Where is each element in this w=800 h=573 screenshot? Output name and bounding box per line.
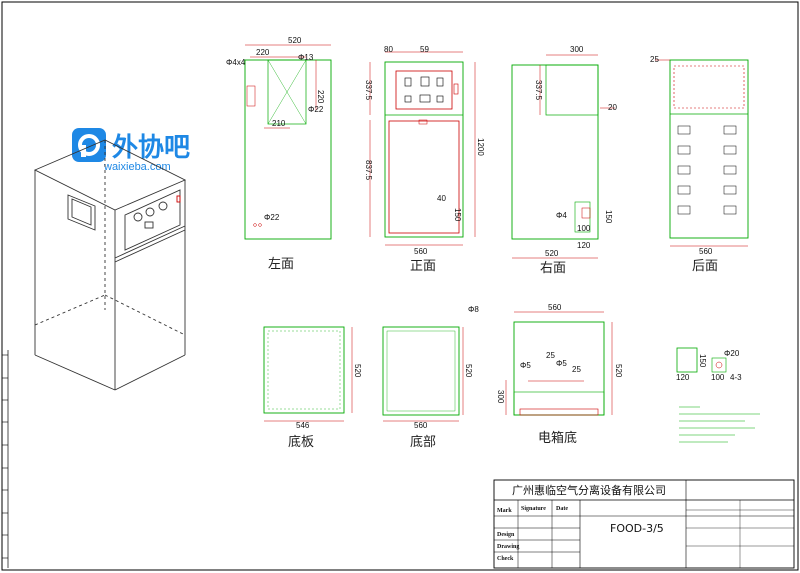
dim-left-top: 220: [256, 48, 270, 57]
back-vents: [677, 125, 737, 215]
dim-left-210: 210: [272, 119, 286, 128]
dim-back-560: 560: [699, 247, 713, 256]
title-date: Date: [556, 506, 568, 512]
dim-front-1200: 1200: [476, 138, 485, 156]
view-label-base-plate: 底板: [288, 434, 314, 450]
title-drawing: Drawing: [497, 544, 519, 550]
title-design: Design: [497, 532, 515, 538]
electric-box-bottom-view: 560 520 300 Φ5 Φ5 25 25 电箱底: [496, 303, 623, 446]
title-signature: Signature: [521, 506, 546, 512]
dim-bottom-520: 520: [464, 364, 473, 378]
dim-left-phi22: Φ22: [308, 105, 324, 114]
dim-small-150: 150: [698, 354, 707, 368]
watermark-en: waixieba.com: [103, 161, 171, 173]
view-label-electric-box-bottom: 电箱底: [538, 430, 577, 446]
view-label-bottom: 底部: [410, 434, 436, 450]
view-label-right: 右面: [540, 261, 566, 276]
dim-front-560: 560: [414, 247, 428, 256]
dim-right-20: 20: [608, 103, 617, 112]
dim-right-100: 100: [577, 224, 591, 233]
view-label-front: 正面: [410, 259, 436, 274]
title-company: 广州惠临空气分离设备有限公司: [512, 483, 666, 497]
front-view: 80 59 337.5 837.5 1200 40 150 560 正面: [364, 45, 485, 274]
dim-bottom-phi8: Φ8: [468, 305, 479, 314]
base-plate-view: 546 520 底板: [263, 326, 362, 450]
dim-small-4x3: 4-3: [730, 373, 742, 382]
dim-right-150: 150: [604, 210, 613, 224]
view-label-left: 左面: [268, 257, 294, 272]
dim-base-520: 520: [353, 364, 362, 378]
isometric-cabinet: [33, 139, 187, 391]
dim-right-520: 520: [545, 249, 559, 258]
title-block: 广州惠临空气分离设备有限公司 Mark Signature Date Desig…: [493, 479, 795, 569]
bottom-view: 560 520 Φ8 底部: [382, 305, 479, 450]
dim-front-40: 40: [437, 194, 446, 203]
dim-front-8375: 837.5: [364, 160, 373, 181]
dim-bottom-560: 560: [414, 421, 428, 430]
dim-right-120: 120: [577, 241, 591, 250]
dim-base-546: 546: [296, 421, 310, 430]
dim-front-150: 150: [453, 208, 462, 222]
dim-back-25: 25: [650, 55, 659, 64]
dim-ebox-300: 300: [496, 390, 505, 404]
dim-left-phi22-bottom: Φ22: [264, 213, 280, 222]
watermark-cn: 外协吧: [112, 133, 190, 163]
back-view: 25 560 后面: [650, 55, 749, 274]
dim-left-220v: 220: [316, 90, 325, 104]
dim-front-59: 59: [420, 45, 429, 54]
dim-ebox-560: 560: [548, 303, 562, 312]
small-detail-view: Φ20 150 120 100 4-3: [676, 347, 742, 382]
right-view: 300 337.5 20 Φ4 150 100 120 520 右面: [511, 45, 617, 276]
dim-front-80: 80: [384, 45, 393, 54]
dim-small-120: 120: [676, 373, 690, 382]
title-mark: Mark: [497, 508, 512, 514]
left-view: 520 220 Φ13 Φ4x4 Φ22 210 220 Φ22 左面: [226, 36, 332, 272]
dim-ebox-25b: 25: [572, 365, 581, 374]
dim-ebox-520: 520: [614, 364, 623, 378]
title-code: FOOD-3/5: [610, 522, 664, 535]
technical-notes: [679, 406, 760, 443]
title-check: Check: [497, 556, 514, 562]
dim-left-width: 520: [288, 36, 302, 45]
dim-right-3375: 337.5: [534, 80, 543, 101]
view-label-back: 后面: [692, 259, 718, 274]
dim-right-phi4: Φ4: [556, 211, 567, 220]
dim-front-3375: 337.5: [364, 80, 373, 101]
dim-small-100: 100: [711, 373, 725, 382]
dim-left-phi13: Φ13: [298, 53, 314, 62]
dim-ebox-25a: 25: [546, 351, 555, 360]
left-edge-ticks: [2, 354, 8, 559]
dim-ebox-phi5b: Φ5: [556, 359, 567, 368]
dim-ebox-phi5a: Φ5: [520, 361, 531, 370]
dim-small-phi20: Φ20: [724, 349, 740, 358]
dim-right-300: 300: [570, 45, 584, 54]
watermark-logo: 外协吧 waixieba.com: [72, 128, 190, 173]
dim-left-phi4x4: Φ4x4: [226, 58, 246, 67]
